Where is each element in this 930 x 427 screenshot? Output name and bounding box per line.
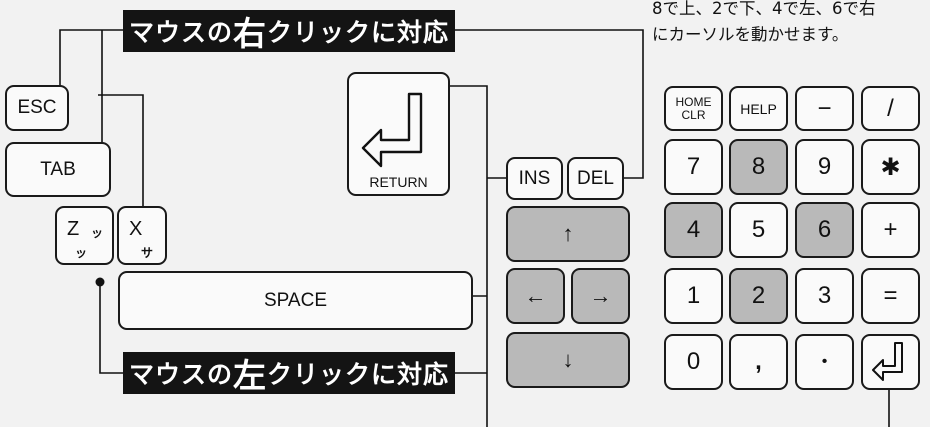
- clr-key-label: CLR: [681, 107, 706, 122]
- esc-key-label: ESC: [17, 97, 57, 118]
- up-arrow-icon: ↑: [562, 221, 574, 246]
- z-key-kana-1: ッ: [91, 226, 104, 240]
- home-key-label: HOME: [675, 94, 712, 109]
- numpad-enter-key[interactable]: [861, 334, 920, 390]
- connector-return: [440, 85, 488, 427]
- connector-del: [455, 29, 644, 179]
- comma-key[interactable]: ,: [729, 334, 788, 390]
- x-key-kana: サ: [141, 246, 154, 260]
- left-arrow-icon: ←: [524, 283, 547, 308]
- banner-left-em: 左: [233, 356, 267, 395]
- asterisk-key-label: ✱: [880, 153, 901, 181]
- z-key-label: Z: [67, 218, 80, 240]
- x-key-label: X: [129, 218, 143, 240]
- numpad-2-key[interactable]: 2: [729, 268, 788, 324]
- numpad-1-label: 1: [686, 282, 701, 309]
- numpad-7-key[interactable]: 7: [664, 139, 723, 195]
- cursor-note: 8で上、2で下、4で左、6で右 にカーソルを動かせます。: [652, 0, 876, 48]
- banner-right-click: マウスの右クリックに対応: [123, 10, 455, 53]
- numpad-8-key[interactable]: 8: [729, 139, 788, 195]
- slash-key-label: /: [887, 94, 894, 122]
- ins-key-label: INS: [518, 167, 551, 189]
- del-key-label: DEL: [577, 167, 614, 189]
- up-arrow-key[interactable]: ↑: [506, 206, 630, 262]
- numpad-5-label: 5: [751, 216, 766, 243]
- equals-key[interactable]: =: [861, 268, 920, 324]
- period-key-label: •: [821, 353, 828, 370]
- space-key[interactable]: SPACE: [118, 271, 473, 330]
- return-arrow-icon: [361, 92, 423, 168]
- numpad-8-label: 8: [751, 153, 766, 180]
- help-key[interactable]: HELP: [729, 86, 788, 131]
- del-key[interactable]: DEL: [567, 157, 624, 200]
- home-clr-key[interactable]: HOME CLR: [664, 86, 723, 131]
- down-arrow-key[interactable]: ↓: [506, 332, 630, 388]
- tab-key-label: TAB: [40, 158, 76, 180]
- numpad-0-key[interactable]: 0: [664, 334, 723, 390]
- return-key[interactable]: RETURN: [347, 72, 450, 196]
- right-arrow-key[interactable]: →: [571, 268, 630, 324]
- connector-z: [99, 282, 123, 374]
- numpad-6-label: 6: [817, 216, 832, 243]
- left-arrow-key[interactable]: ←: [506, 268, 565, 324]
- ins-key[interactable]: INS: [506, 157, 563, 200]
- comma-key-label: ,: [755, 348, 762, 375]
- banner-right-pre: マウスの: [128, 18, 233, 47]
- plus-key-label: +: [883, 216, 898, 243]
- connector-esc: [59, 29, 123, 108]
- slash-key[interactable]: /: [861, 86, 920, 131]
- minus-key[interactable]: −: [795, 86, 854, 131]
- banner-left-post: クリックに対応: [267, 360, 450, 389]
- numpad-4-label: 4: [686, 216, 701, 243]
- numpad-3-label: 3: [817, 282, 832, 309]
- asterisk-key[interactable]: ✱: [861, 139, 920, 195]
- banner-left-click: マウスの左クリックに対応: [123, 352, 455, 395]
- z-key-kana-2: ッ: [75, 246, 88, 260]
- numpad-1-key[interactable]: 1: [664, 268, 723, 324]
- banner-right-post: クリックに対応: [267, 18, 450, 47]
- numpad-9-label: 9: [817, 153, 832, 180]
- help-key-label: HELP: [740, 100, 777, 117]
- banner-left-pre: マウスの: [128, 360, 233, 389]
- down-arrow-icon: ↓: [562, 347, 574, 372]
- numpad-7-label: 7: [686, 153, 701, 180]
- equals-key-label: =: [883, 282, 898, 309]
- z-key[interactable]: Z ッ ッ: [55, 206, 114, 265]
- numpad-4-key[interactable]: 4: [664, 202, 723, 258]
- minus-key-label: −: [817, 94, 832, 122]
- right-arrow-icon: →: [589, 283, 612, 308]
- cursor-note-line1: 8で上、2で下、4で左、6で右: [652, 0, 876, 18]
- numpad-0-label: 0: [686, 348, 701, 375]
- numpad-2-label: 2: [751, 282, 766, 309]
- numpad-5-key[interactable]: 5: [729, 202, 788, 258]
- numpad-3-key[interactable]: 3: [795, 268, 854, 324]
- esc-key[interactable]: ESC: [5, 85, 69, 131]
- connector-x: [98, 94, 144, 214]
- plus-key[interactable]: +: [861, 202, 920, 258]
- tab-key[interactable]: TAB: [5, 142, 111, 197]
- banner-right-em: 右: [233, 14, 267, 53]
- x-key[interactable]: X サ: [117, 206, 167, 265]
- numpad-6-key[interactable]: 6: [795, 202, 854, 258]
- space-key-label: SPACE: [263, 289, 327, 311]
- numpad-9-key[interactable]: 9: [795, 139, 854, 195]
- return-arrow-icon: [871, 342, 903, 381]
- cursor-note-line2: にカーソルを動かせます。: [652, 25, 849, 44]
- period-key[interactable]: •: [795, 334, 854, 390]
- return-key-label: RETURN: [369, 174, 428, 190]
